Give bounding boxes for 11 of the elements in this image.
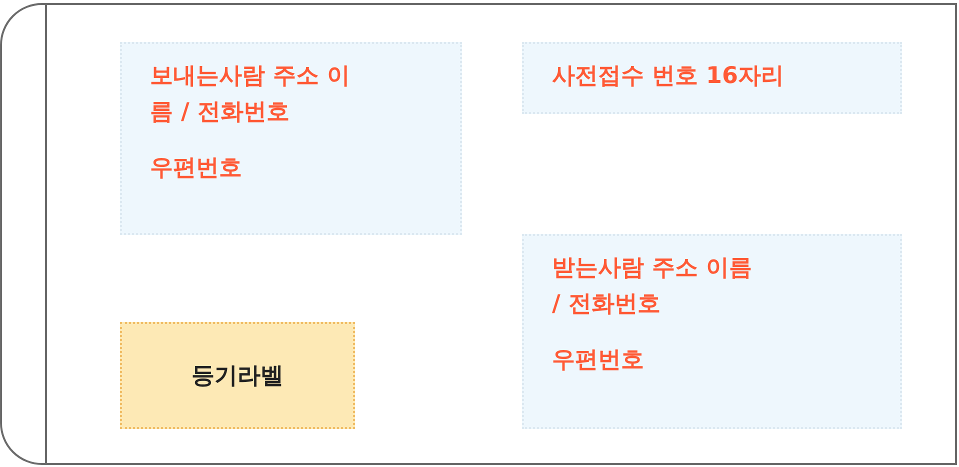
field-box bbox=[120, 42, 462, 235]
field-label: 받는사람 주소 이름 / 전화번호 bbox=[552, 254, 754, 319]
label-card bbox=[0, 3, 957, 465]
field-label: 우편번호 bbox=[150, 154, 243, 183]
field-label: 보내는사람 주소 이름 / 전화번호 bbox=[150, 62, 352, 127]
field-label: 우편번호 bbox=[552, 346, 645, 375]
field-box bbox=[522, 234, 902, 429]
field-label: 등기라벨 bbox=[192, 362, 284, 390]
label-tag-box bbox=[120, 322, 355, 429]
field-label: 사전접수 번호 16자리 bbox=[552, 62, 786, 91]
field-box bbox=[522, 42, 902, 114]
